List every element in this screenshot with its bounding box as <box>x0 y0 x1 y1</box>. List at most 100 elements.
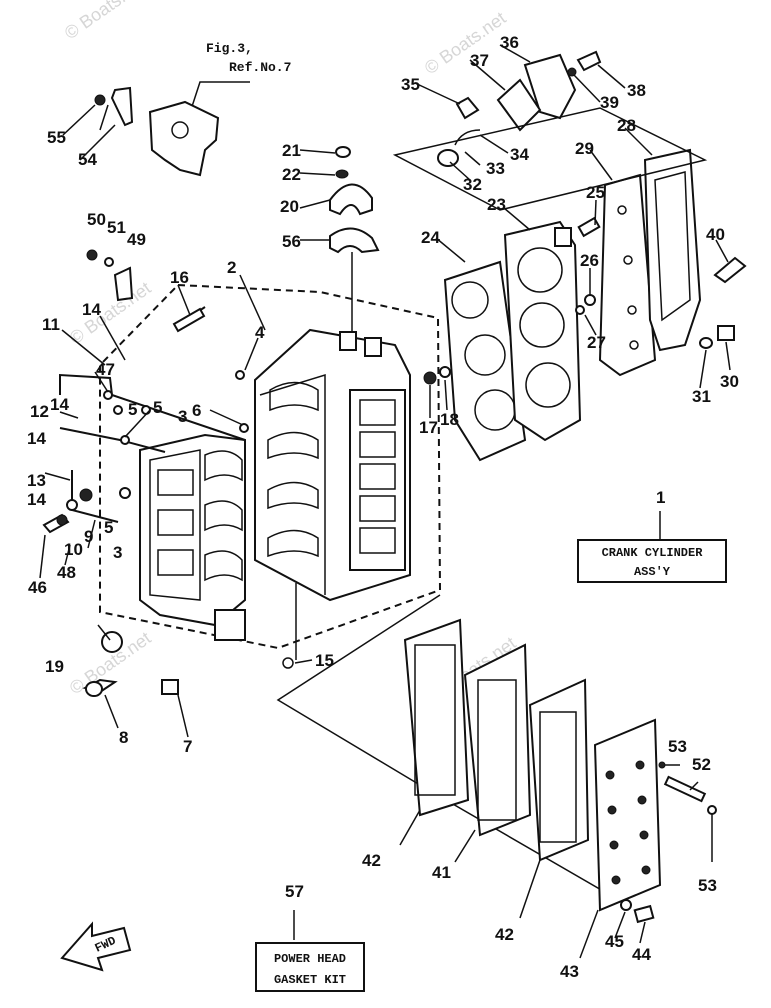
part-clamp-group <box>329 146 380 340</box>
crank-cylinder-label-box: CRANK CYLINDER ASS'Y <box>577 539 727 583</box>
callout-1: 1 <box>656 488 665 507</box>
callout-54: 54 <box>78 150 97 169</box>
callout-24: 24 <box>421 228 440 247</box>
callout-9: 9 <box>84 527 93 546</box>
callout-36: 36 <box>500 33 519 52</box>
callout-19: 19 <box>45 657 64 676</box>
part-bracket-54 <box>94 86 220 177</box>
callout-15: 15 <box>315 651 334 670</box>
callout-43: 43 <box>560 962 579 981</box>
crank-cylinder-label-line2: ASS'Y <box>634 565 671 579</box>
callout-21: 21 <box>282 141 301 160</box>
gasket-kit-label-box: POWER HEAD GASKET KIT <box>255 942 365 992</box>
callout-14: 14 <box>27 490 46 509</box>
callout-2: 2 <box>227 258 236 277</box>
callout-26: 26 <box>580 251 599 270</box>
watermark-text: © Boats.net <box>66 278 155 348</box>
callout-42: 42 <box>362 851 381 870</box>
hose-line <box>71 470 119 523</box>
callout-51: 51 <box>107 218 126 237</box>
callout-53: 53 <box>698 876 717 895</box>
figure-ref-line2: Ref.No.7 <box>229 60 291 75</box>
callout-53: 53 <box>668 737 687 756</box>
callout-52: 52 <box>692 755 711 774</box>
part-thermostat-cover <box>437 50 602 167</box>
part-fasteners-right <box>575 216 747 349</box>
callout-6: 6 <box>192 401 201 420</box>
callout-42: 42 <box>495 925 514 944</box>
fwd-arrow: FWD <box>60 921 132 972</box>
part-reed-valve-41 <box>463 643 532 837</box>
callout-38: 38 <box>627 81 646 100</box>
callout-7: 7 <box>183 737 192 756</box>
callout-55: 55 <box>47 128 66 147</box>
callout-20: 20 <box>280 197 299 216</box>
gasket-kit-label-line2: GASKET KIT <box>274 973 346 987</box>
watermark-text: © Boats.net <box>61 0 150 43</box>
callout-22: 22 <box>282 165 301 184</box>
callout-30: 30 <box>720 372 739 391</box>
hose-line <box>59 427 166 453</box>
callout-49: 49 <box>127 230 146 249</box>
callout-44: 44 <box>632 945 651 964</box>
callout-57: 57 <box>285 882 304 901</box>
reed-leader <box>276 594 611 896</box>
callout-5: 5 <box>104 518 113 537</box>
callout-27: 27 <box>587 333 606 352</box>
callout-14: 14 <box>82 300 101 319</box>
callout-numbers: 1 2 3 3 4 5 5 5 6 7 8 9 10 11 12 13 14 1… <box>27 33 739 981</box>
hose-line <box>59 373 246 441</box>
callout-14: 14 <box>27 429 46 448</box>
callout-48: 48 <box>57 563 76 582</box>
callout-34: 34 <box>510 145 529 164</box>
callout-29: 29 <box>575 139 594 158</box>
part-gasket-42a <box>403 618 470 817</box>
callout-45: 45 <box>605 932 624 951</box>
callout-35: 35 <box>401 75 420 94</box>
callout-41: 41 <box>432 863 451 882</box>
callout-31: 31 <box>692 387 711 406</box>
callout-18: 18 <box>440 410 459 429</box>
callout-50: 50 <box>87 210 106 229</box>
callout-3: 3 <box>178 407 187 426</box>
crank-cylinder-label-line1: CRANK CYLINDER <box>602 546 704 560</box>
callout-37: 37 <box>470 51 489 70</box>
callout-13: 13 <box>27 471 46 490</box>
callout-32: 32 <box>463 175 482 194</box>
callout-12: 12 <box>30 402 49 421</box>
callout-46: 46 <box>28 578 47 597</box>
callout-47: 47 <box>96 360 115 379</box>
callout-39: 39 <box>600 93 619 112</box>
callout-33: 33 <box>486 159 505 178</box>
callout-56: 56 <box>282 232 301 251</box>
part-cover-43 <box>593 718 662 912</box>
callout-16: 16 <box>170 268 189 287</box>
callout-10: 10 <box>64 540 83 559</box>
part-cylinder-block <box>254 328 411 602</box>
callout-8: 8 <box>119 728 128 747</box>
part-fasteners-left <box>42 249 451 697</box>
callout-4: 4 <box>255 323 265 342</box>
callout-3: 3 <box>113 543 122 562</box>
figure-ref-line1: Fig.3, <box>206 41 253 56</box>
callout-5: 5 <box>128 400 137 419</box>
part-head-cover-28 <box>643 148 702 352</box>
gasket-kit-label-line1: POWER HEAD <box>274 952 346 966</box>
crank-cylinder-outline <box>99 283 442 650</box>
callout-25: 25 <box>586 183 605 202</box>
leader-lines <box>39 44 731 959</box>
part-hose-52 <box>620 761 717 924</box>
watermark-text: © Boats.net <box>421 8 510 78</box>
part-crankcase <box>139 433 246 641</box>
callout-11: 11 <box>42 315 60 334</box>
part-gasket-42b <box>528 678 590 862</box>
callout-14: 14 <box>50 395 69 414</box>
thermostat-bracket-outline <box>392 107 708 211</box>
callout-5: 5 <box>153 398 162 417</box>
callout-40: 40 <box>706 225 725 244</box>
callout-28: 28 <box>617 116 636 135</box>
part-cylinder-head-23 <box>503 220 582 442</box>
callout-17: 17 <box>419 418 438 437</box>
callout-23: 23 <box>487 195 506 214</box>
